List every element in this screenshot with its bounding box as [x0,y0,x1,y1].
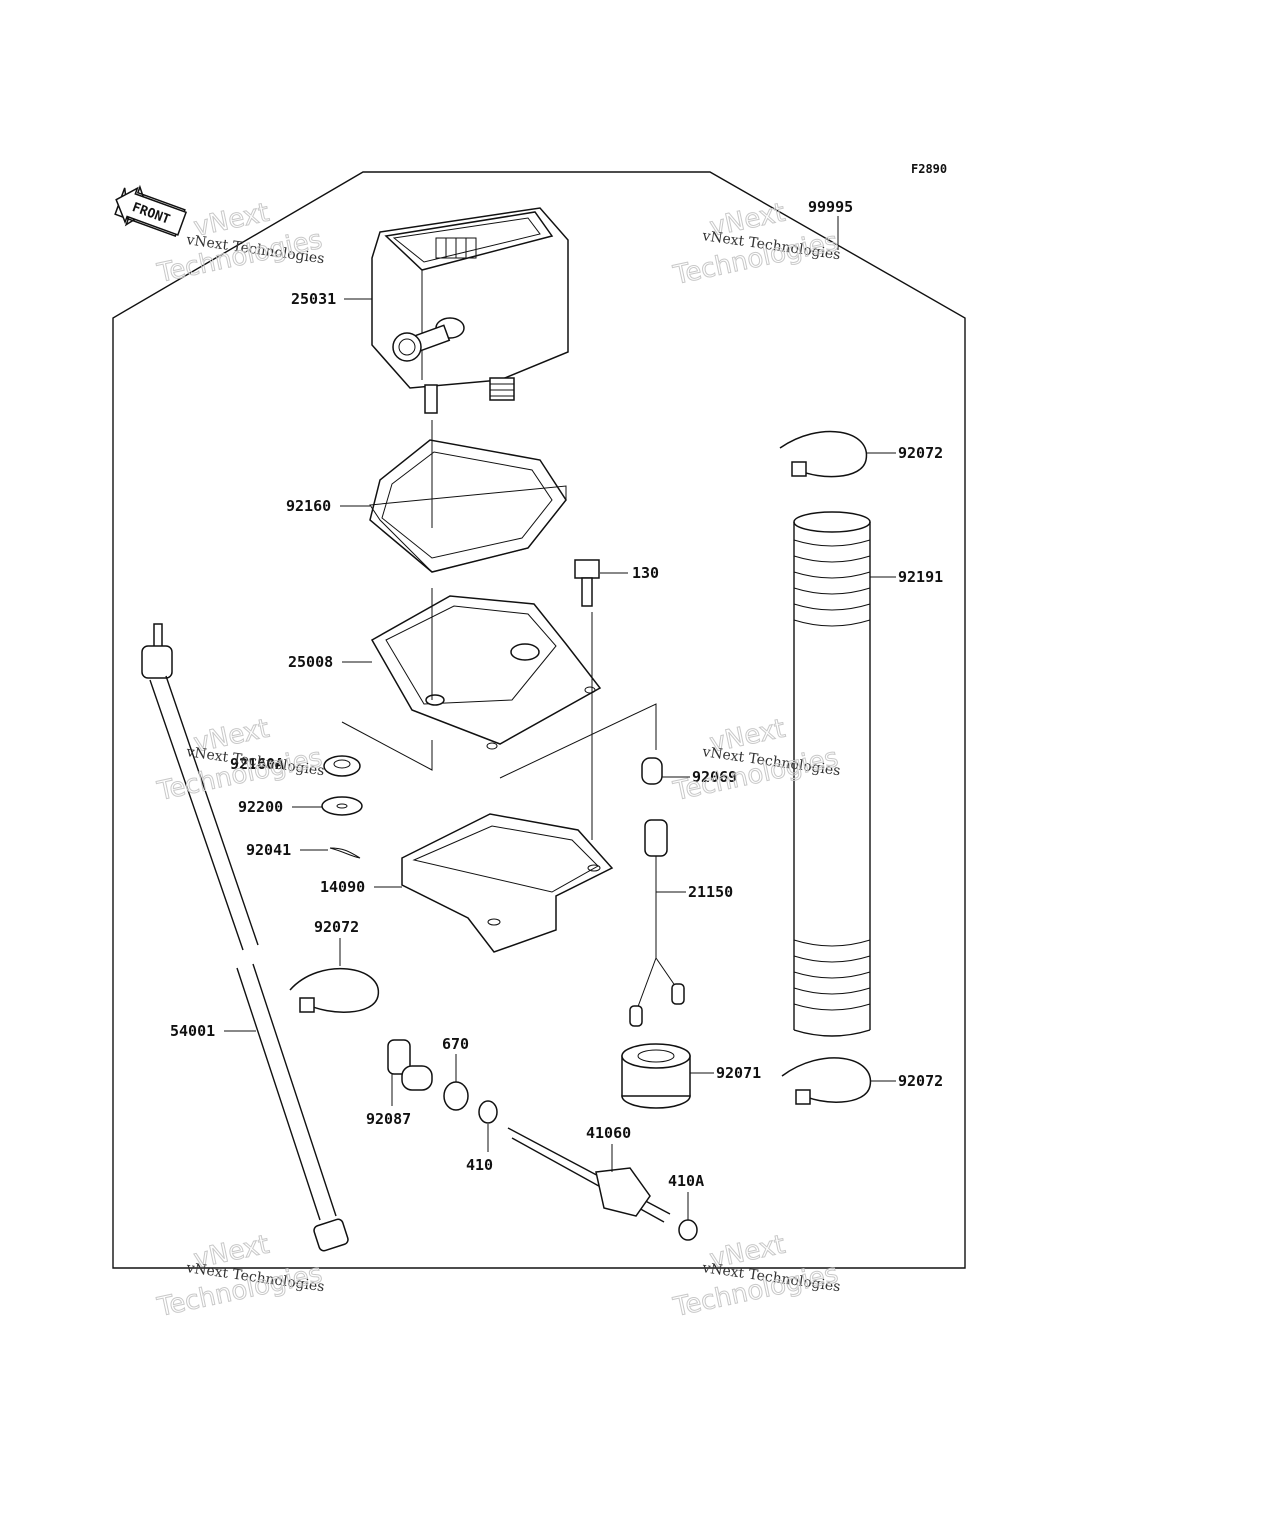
label-92072-top: 92072 [898,444,943,462]
watermark-mid-right: vNext vNext Technologies Technologies [670,713,842,807]
label-41060: 41060 [586,1124,631,1142]
protective-tube [793,511,871,1037]
label-25031: 25031 [291,290,336,308]
label-54001: 54001 [170,1022,215,1040]
figure-code: F2890 [911,162,947,176]
label-410: 410 [466,1156,493,1174]
cotter-pin [329,847,361,859]
grommet [323,755,361,777]
label-130: 130 [632,564,659,582]
label-92072-bottom: 92072 [898,1072,943,1090]
label-99995: 99995 [808,198,853,216]
small-washer [478,1100,498,1124]
band-top [779,430,868,478]
svg-text:Technologies: Technologies [154,225,325,289]
o-ring [443,1081,469,1111]
speedometer-cable [141,623,349,1252]
diagram-border [112,171,966,1269]
washer [321,796,363,816]
band-bottom [781,1057,872,1105]
label-410a: 410A [668,1172,704,1190]
label-14090: 14090 [320,878,365,896]
socket-wiring [629,819,685,1027]
watermark-bottom-right: vNext vNext Technologies Technologies [670,1229,842,1323]
label-92072-left: 92072 [314,918,359,936]
front-arrow-icon: FRONT [114,184,188,238]
label-92160: 92160 [286,497,331,515]
part-labels: 99995 25031 92072 92160 130 92191 25008 … [170,198,943,1220]
bolt [574,559,600,607]
label-25008: 25008 [288,653,333,671]
label-92071: 92071 [716,1064,761,1082]
label-21150: 21150 [688,883,733,901]
meter-frame [369,439,567,573]
label-92069: 92069 [692,768,737,786]
watermark-mid-left: vNext vNext Technologies Technologies [154,713,326,807]
watermark-bottom-left: vNext vNext Technologies Technologies [154,1229,326,1323]
band-left [289,967,379,1013]
label-670: 670 [442,1035,469,1053]
pinion-holder [387,1039,433,1091]
label-92191: 92191 [898,568,943,586]
end-washer [678,1219,698,1241]
speedometer-assembly [371,207,569,414]
label-92041: 92041 [246,841,291,859]
label-92087: 92087 [366,1110,411,1128]
meter-case [370,595,602,750]
label-92160a: 92160A [230,755,284,773]
pinion-gear [507,1127,671,1223]
bulb [641,757,663,785]
label-92200: 92200 [238,798,283,816]
large-grommet [621,1043,691,1109]
meter-cover [401,813,614,953]
